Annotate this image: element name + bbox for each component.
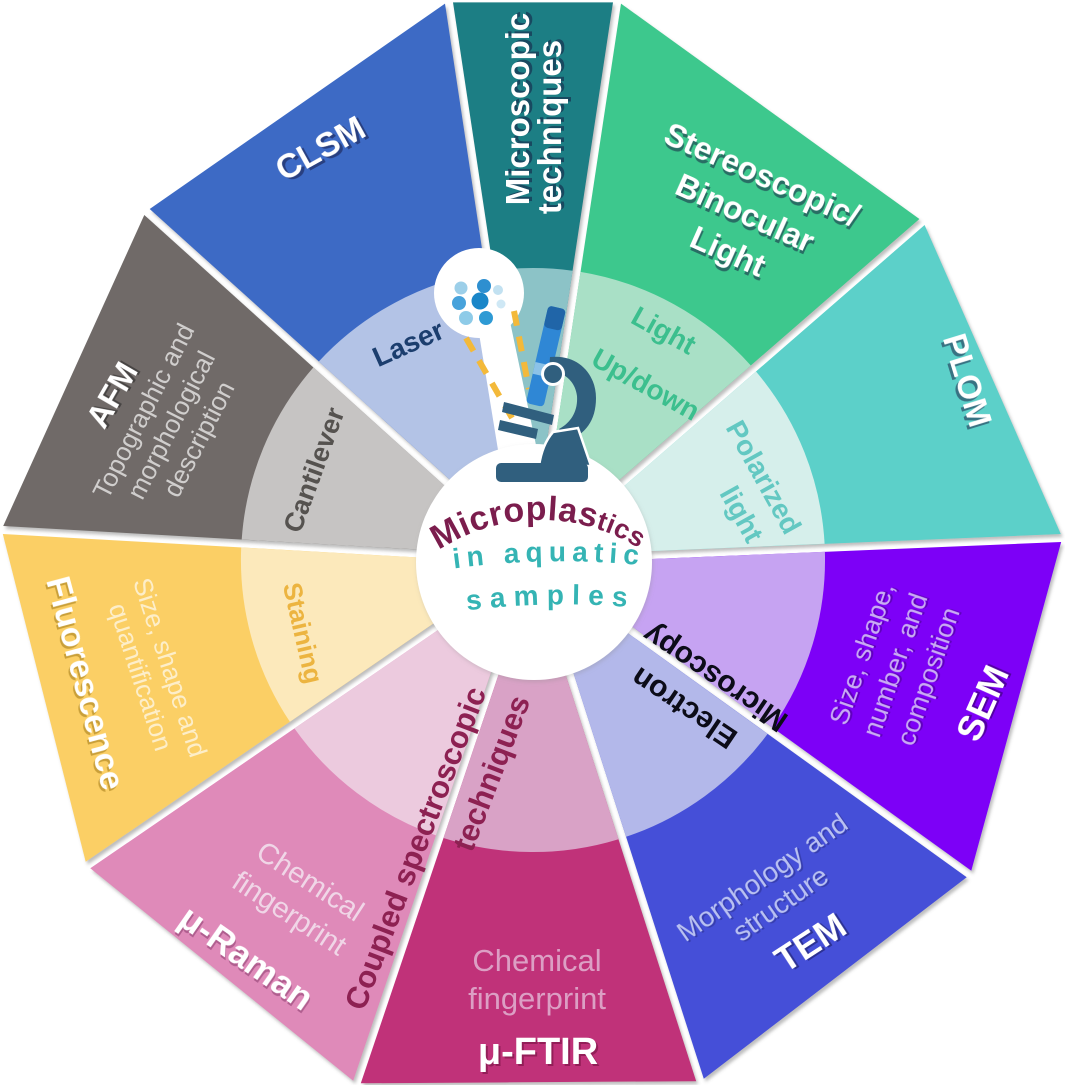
svg-text:μ-FTIR: μ-FTIR <box>478 1031 598 1073</box>
svg-text:fingerprint: fingerprint <box>468 981 606 1016</box>
svg-text:Microscopic: Microscopic <box>499 13 536 206</box>
svg-text:techniques: techniques <box>531 40 568 214</box>
svg-text:Chemical: Chemical <box>472 943 601 978</box>
